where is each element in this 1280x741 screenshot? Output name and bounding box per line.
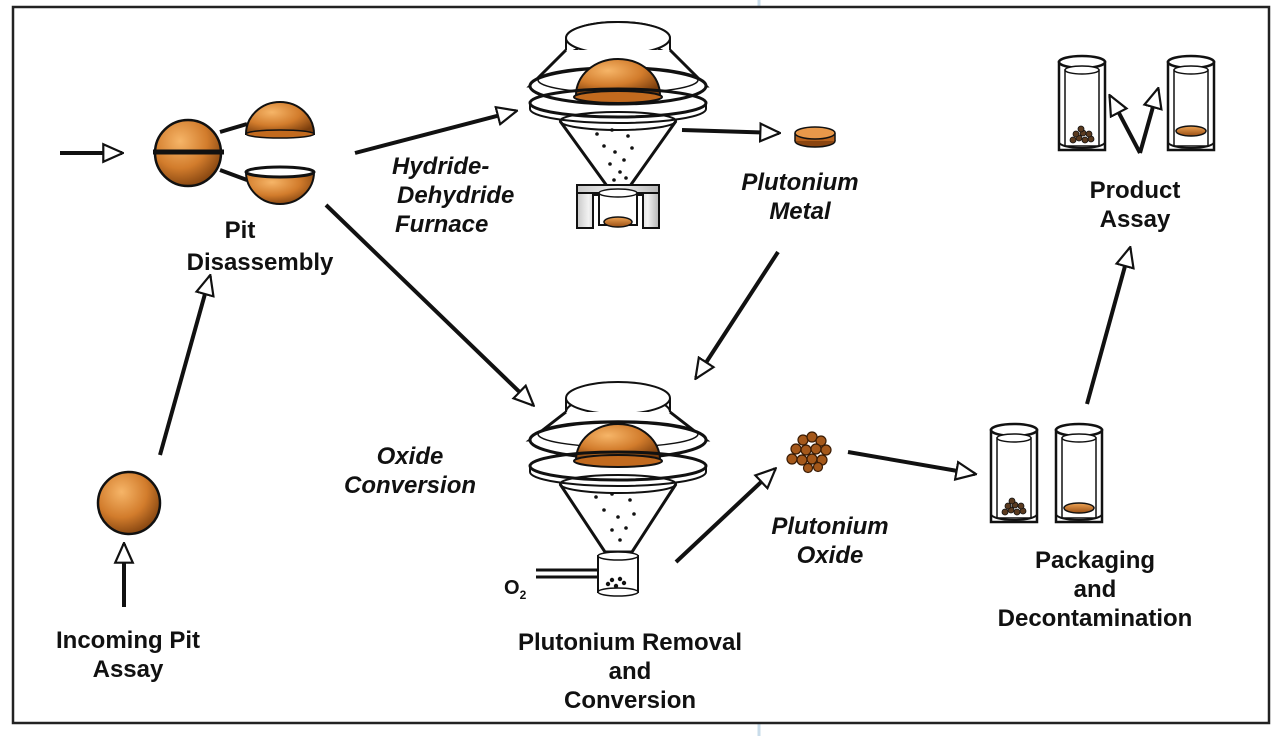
oxide-pellets-icon xyxy=(1069,125,1095,144)
arrow-metal-to-conversion xyxy=(696,250,780,378)
hemisphere-icon xyxy=(244,165,316,205)
arrow-assay-left xyxy=(1110,96,1142,154)
label-line: Plutonium xyxy=(741,169,859,196)
label-line: Furnace xyxy=(395,211,489,238)
hemisphere-icon xyxy=(244,101,316,139)
powder-particles xyxy=(595,128,634,182)
metal-button-icon xyxy=(794,126,836,148)
arrow-to-disassembly xyxy=(158,276,210,456)
label-oxide-conversion: Oxide Conversion xyxy=(320,442,500,500)
label-line: Product xyxy=(1089,177,1181,204)
label-hydride-furnace: Hydride- Dehydride Furnace xyxy=(392,152,542,239)
arrow-oxide-to-packaging xyxy=(847,450,975,474)
label-line: Conversion xyxy=(343,472,477,499)
label-line: Assay xyxy=(1099,206,1171,233)
label-pit-disassembly-2: Disassembly xyxy=(160,248,360,277)
label-line: Pit xyxy=(224,217,256,244)
o2-subscript: 2 xyxy=(519,588,527,602)
label-product-assay: Product Assay xyxy=(1070,176,1200,234)
label-o2: O2 xyxy=(504,574,534,610)
canister-icon xyxy=(989,422,1039,524)
arrow-disassembly-to-conversion xyxy=(324,203,533,405)
o2-symbol: O xyxy=(504,577,520,599)
powder-particles xyxy=(594,492,636,589)
connector-line xyxy=(219,168,248,182)
label-line: Oxide xyxy=(796,542,864,569)
label-plutonium-oxide: Plutonium Oxide xyxy=(760,512,900,570)
label-line: Oxide xyxy=(376,443,444,470)
oxide-pellets-icon xyxy=(1001,497,1027,516)
arrow-to-oxide xyxy=(674,469,775,564)
label-line: Decontamination xyxy=(997,605,1193,632)
canister-icon xyxy=(1166,54,1216,152)
diagram-border xyxy=(11,5,1271,725)
canister-icon xyxy=(1054,422,1104,524)
label-line: Metal xyxy=(769,198,831,225)
arrow-to-furnace xyxy=(354,111,516,155)
furnace-icon xyxy=(525,381,711,597)
connector-line xyxy=(219,122,248,134)
label-line: Conversion xyxy=(563,687,697,714)
label-pit-disassembly: Pit xyxy=(180,216,300,245)
label-line: Packaging xyxy=(1034,547,1156,574)
label-removal-conversion: Plutonium Removal and Conversion xyxy=(480,628,780,715)
label-incoming-pit-assay: Incoming Pit Assay xyxy=(30,626,226,684)
pit-sphere-icon xyxy=(96,470,162,536)
arrow-assay-right xyxy=(1138,89,1158,154)
label-line: Plutonium Removal xyxy=(517,629,743,656)
label-line: Dehydride xyxy=(397,182,515,209)
label-line: and xyxy=(1073,576,1117,603)
label-plutonium-metal: Plutonium Metal xyxy=(720,168,880,226)
label-line: Hydride- xyxy=(392,153,490,180)
arrow-to-product-assay xyxy=(1085,248,1130,405)
furnace-icon xyxy=(526,21,710,229)
pit-sphere-icon xyxy=(153,118,224,188)
label-line: Assay xyxy=(92,656,164,683)
oxide-pellets-icon xyxy=(786,431,832,474)
arrow-to-metal xyxy=(681,130,779,133)
label-line: Incoming Pit xyxy=(56,627,200,654)
label-packaging: Packaging and Decontamination xyxy=(970,546,1220,633)
label-line: and xyxy=(608,658,652,685)
label-line: Disassembly xyxy=(186,249,334,276)
label-line: Plutonium xyxy=(771,513,889,540)
